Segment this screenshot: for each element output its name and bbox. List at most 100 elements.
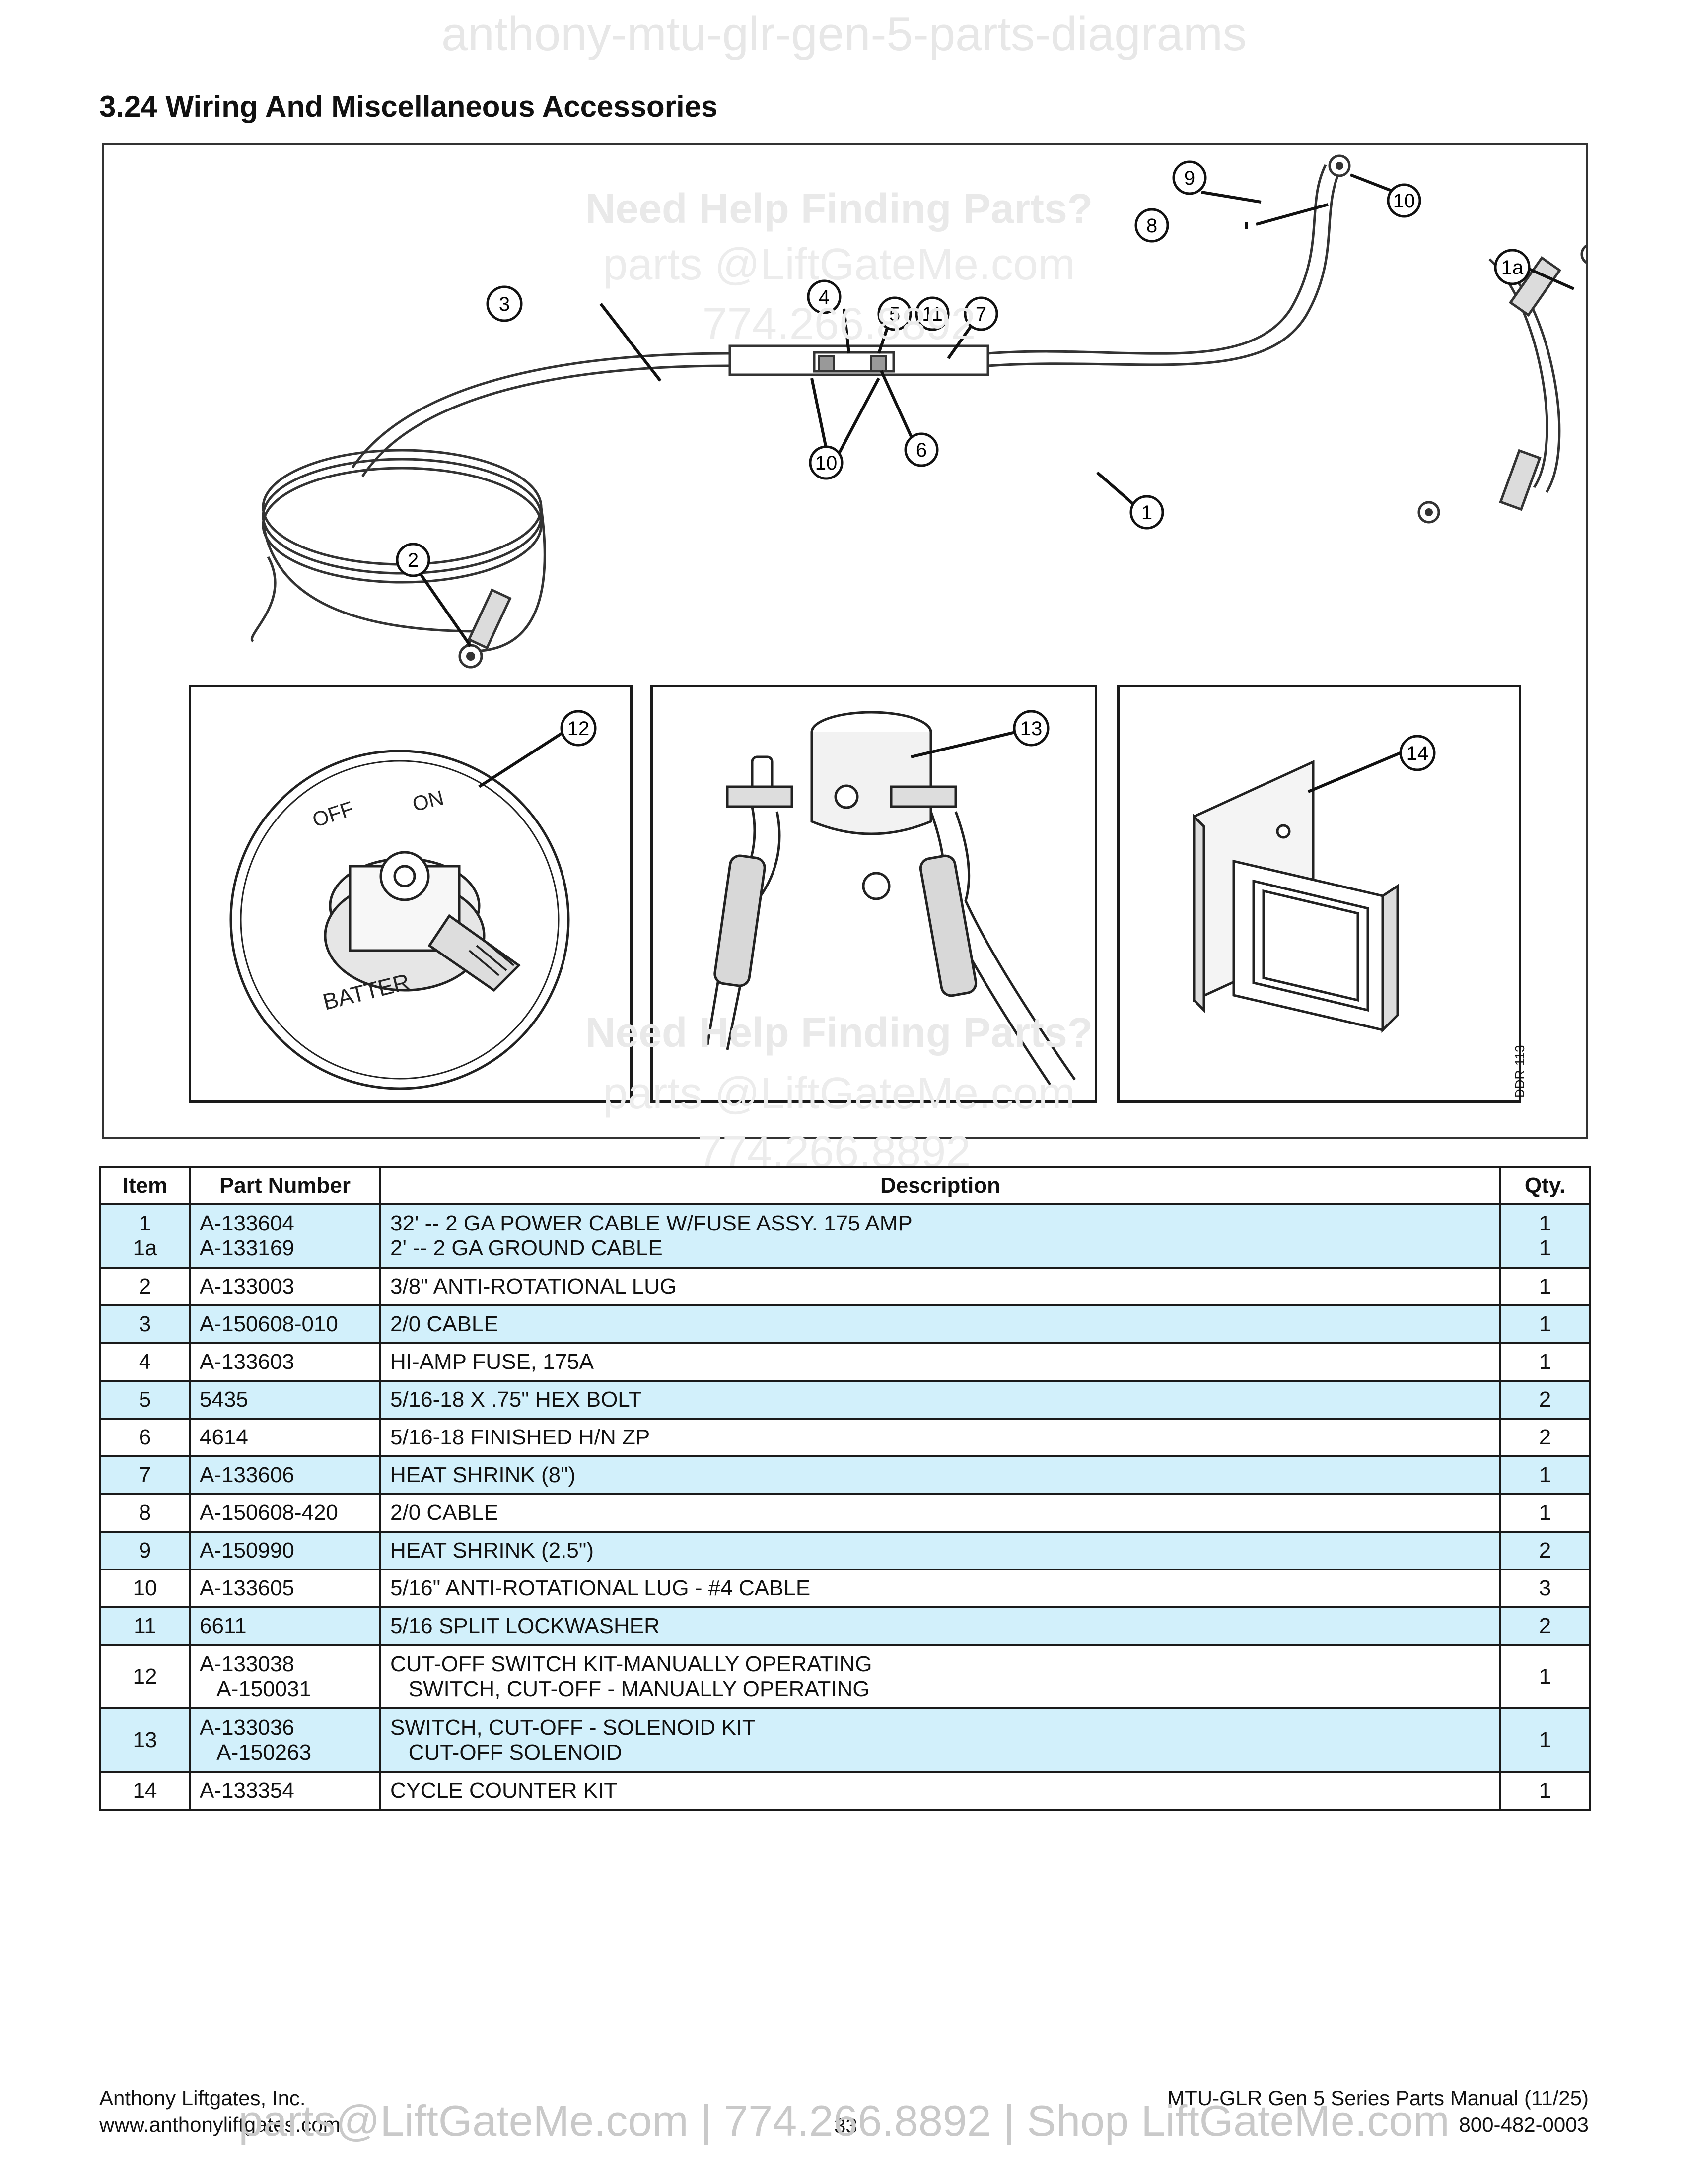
item-cell: 4 (99, 1342, 191, 1382)
table-row: 10 A-133605 5/16" ANTI-ROTATIONAL LUG - … (99, 1569, 1591, 1608)
footer-contact-banner: parts@LiftGateMe.com | 774.266.8892 | Sh… (238, 2096, 1450, 2145)
svg-text:10: 10 (1393, 190, 1415, 212)
part-number-cell: A-133038 A-150031 (189, 1644, 381, 1709)
watermark-email-upper: parts @LiftGateMe.com (603, 240, 1075, 289)
qty-cell: 1 (1499, 1304, 1591, 1344)
footer-company: Anthony Liftgates, Inc. (99, 2086, 306, 2110)
watermark-help-lower: Need Help Finding Parts? (585, 1009, 1093, 1056)
description-cell: 2/0 CABLE (379, 1304, 1501, 1344)
qty-cell: 1 (1499, 1493, 1591, 1533)
item-cell: 9 (99, 1531, 191, 1570)
svg-text:1: 1 (1141, 502, 1152, 524)
description-cell: 5/16 SPLIT LOCKWASHER (379, 1606, 1501, 1646)
description-cell: CUT-OFF SWITCH KIT-MANUALLY OPERATING SW… (379, 1644, 1501, 1709)
callout-3: 3 (486, 285, 523, 322)
svg-text:9: 9 (1184, 167, 1195, 189)
figure-frame: 3 4 5 11 7 6 10 1 2 9 8 10 1a Need Help … (102, 143, 1588, 1139)
table-row: 3 A-150608-010 2/0 CABLE 1 (99, 1304, 1591, 1344)
qty-cell: 2 (1499, 1606, 1591, 1646)
table-row: 11 6611 5/16 SPLIT LOCKWASHER 2 (99, 1606, 1591, 1646)
callout-8: 8 (1134, 208, 1169, 243)
qty-cell: 1 (1499, 1342, 1591, 1382)
part-number-cell: 5435 (189, 1380, 381, 1420)
ground-cable-lugs (1417, 245, 1586, 524)
svg-text:12: 12 (567, 718, 590, 740)
qty-cell: 1 (1499, 1707, 1591, 1773)
part-number-cell: A-150990 (189, 1531, 381, 1570)
ground-cable-drawing (1488, 256, 1562, 511)
svg-text:7: 7 (976, 303, 986, 325)
description-cell: 3/8" ANTI-ROTATIONAL LUG (379, 1267, 1501, 1306)
section-title: 3.24 Wiring And Miscellaneous Accessorie… (99, 90, 718, 123)
svg-text:1a: 1a (1501, 257, 1524, 278)
description-cell: HI-AMP FUSE, 175A (379, 1342, 1501, 1382)
table-row: 12 A-133038 A-150031 CUT-OFF SWITCH KIT-… (99, 1644, 1591, 1709)
item-cell: 2 (99, 1267, 191, 1306)
part-number-cell: A-133603 (189, 1342, 381, 1382)
header-description: Description (379, 1166, 1501, 1205)
qty-cell: 1 (1499, 1267, 1591, 1306)
svg-text:8: 8 (1146, 215, 1157, 237)
table-row: 2 A-133003 3/8" ANTI-ROTATIONAL LUG 1 (99, 1267, 1591, 1306)
table-row: 6 4614 5/16-18 FINISHED H/N ZP 2 (99, 1418, 1591, 1457)
panel-solenoid: 13 (650, 685, 1097, 1103)
footer-page-number: 33 (834, 2114, 857, 2137)
header-item: Item (99, 1166, 191, 1205)
part-number-cell: A-133605 (189, 1569, 381, 1608)
header-part-number: Part Number (189, 1166, 381, 1205)
footer-manual-title: MTU-GLR Gen 5 Series Parts Manual (11/25… (1167, 2086, 1589, 2110)
qty-cell: 2 (1499, 1380, 1591, 1420)
panel-cutoff-switch: OFF ON BATTER 12 (189, 685, 633, 1103)
qty-cell: 1 (1499, 1771, 1591, 1811)
item-cell: 10 (99, 1569, 191, 1608)
callout-9: 9 (1172, 160, 1207, 195)
lug-item-10-top (1328, 154, 1351, 177)
description-cell: HEAT SHRINK (8") (379, 1455, 1501, 1495)
part-number-cell: A-133036 A-150263 (189, 1707, 381, 1773)
svg-text:13: 13 (1020, 718, 1043, 740)
table-row: 4 A-133603 HI-AMP FUSE, 175A 1 (99, 1342, 1591, 1382)
watermark-email-lower: parts @LiftGateMe.com (603, 1069, 1075, 1118)
callout-1: 1 (1129, 495, 1164, 530)
part-number-cell: A-133003 (189, 1267, 381, 1306)
callout-13: 13 (1013, 710, 1050, 747)
description-cell: 5/16-18 X .75" HEX BOLT (379, 1380, 1501, 1420)
part-number-cell: 4614 (189, 1418, 381, 1457)
watermark-help-upper: Need Help Finding Parts? (585, 185, 1093, 232)
qty-cell: 2 (1499, 1531, 1591, 1570)
table-header-row: Item Part Number Description Qty. (99, 1166, 1591, 1205)
drawing-id: DDR-113 (1512, 1045, 1527, 1098)
qty-cell: 3 (1499, 1569, 1591, 1608)
svg-text:14: 14 (1407, 743, 1429, 764)
table-row: 8 A-150608-420 2/0 CABLE 1 (99, 1493, 1591, 1533)
panel-cycle-counter: 14 (1117, 685, 1521, 1103)
item-cell: 11 (99, 1606, 191, 1646)
lug-item-2 (458, 588, 512, 669)
item-cell: 3 (99, 1304, 191, 1344)
qty-cell: 1 (1499, 1644, 1591, 1709)
footer-right: MTU-GLR Gen 5 Series Parts Manual (11/25… (1167, 2085, 1589, 2138)
table-row: 14 A-133354 CYCLE COUNTER KIT 1 (99, 1771, 1591, 1811)
svg-text:4: 4 (819, 286, 830, 308)
item-cell: 14 (99, 1771, 191, 1811)
callout-10-top: 10 (1387, 183, 1421, 218)
footer-website[interactable]: www.anthonyliftgates.com (99, 2113, 341, 2136)
description-cell: 5/16" ANTI-ROTATIONAL LUG - #4 CABLE (379, 1569, 1501, 1608)
description-cell: CYCLE COUNTER KIT (379, 1771, 1501, 1811)
item-cell: 7 (99, 1455, 191, 1495)
cutoff-switch-illustration: OFF ON BATTER 12 (229, 710, 597, 1090)
watermark-phone-upper: 774.266.8892 (702, 299, 976, 349)
part-number-cell: A-133354 (189, 1771, 381, 1811)
callout-2: 2 (396, 543, 430, 577)
item-cell: 8 (99, 1493, 191, 1533)
part-number-cell: A-150608-420 (189, 1493, 381, 1533)
description-cell: 32' -- 2 GA POWER CABLE W/FUSE ASSY. 175… (379, 1203, 1501, 1269)
cable-diagram: 3 4 5 11 7 6 10 1 2 9 8 10 1a (251, 154, 1586, 669)
callouts: 3 4 5 11 7 6 10 1 2 9 8 10 1a (396, 160, 1531, 577)
callout-10-fuse: 10 (809, 445, 844, 480)
